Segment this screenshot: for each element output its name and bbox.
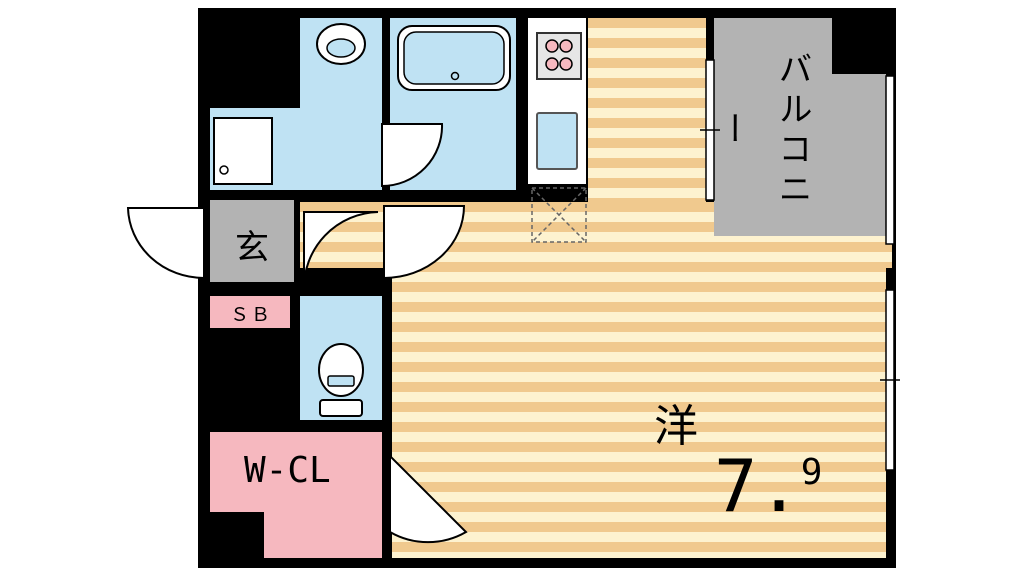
entrance-door [126,207,205,280]
area-decimal: 9 [800,452,823,493]
kitchen-floor [588,18,706,208]
room-area-value: 7.9 [714,444,822,528]
western-room-label: 洋 [654,401,698,452]
closet-cut-wall [210,512,264,558]
washer-pan-icon [213,117,273,185]
fridge-space-icon [531,187,587,243]
shoe-box [210,296,290,328]
balcony-label: バルコニー [712,51,812,211]
room-door [383,205,466,280]
area-main: 7. [714,444,801,528]
closet-label: W-CL [244,450,331,491]
toilet-icon [318,343,364,417]
western-room [392,262,886,558]
toilet-door [302,211,379,291]
entrance [210,200,294,282]
closet-door [389,453,468,544]
sink [536,112,578,170]
shoe-box-label: ＳＢ [229,304,272,326]
stove-icon [536,32,582,80]
washroom-door [381,123,444,188]
entrance-label: 玄 [235,228,269,268]
burner-icon [545,39,559,53]
balcony-corner-wall [832,8,896,74]
